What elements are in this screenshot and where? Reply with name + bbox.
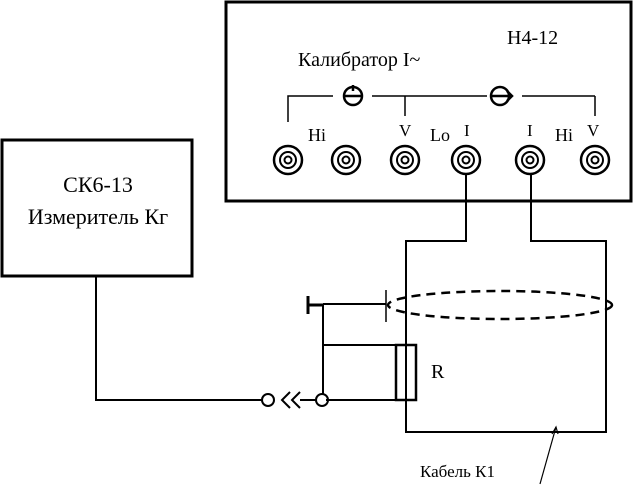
meter-name: Измеритель Кг: [28, 204, 168, 229]
coax-connector-icon: [261, 391, 329, 409]
external-wiring: [95, 174, 607, 433]
cable-pointer: [539, 425, 559, 485]
terminal-i-left: [450, 144, 482, 176]
calibrator-model: Н4-12: [507, 27, 558, 49]
terminal-hi-left-2: [330, 144, 362, 176]
current-source-left-icon: [342, 85, 364, 107]
terminal-hi-left: [272, 144, 304, 176]
terminal-label-i-right: I: [527, 121, 533, 140]
ground-symbol-icon: [306, 296, 323, 314]
cable-shield-ellipse: [386, 289, 614, 321]
terminal-label-hi-left: Hi: [308, 125, 326, 145]
terminal-label-hi-right: Hi: [555, 125, 573, 145]
current-source-right-icon: [489, 85, 514, 107]
resistor: [394, 343, 418, 402]
calibrator-internal-wiring: [287, 95, 596, 122]
calibrator-box: [224, 0, 633, 203]
resistor-label: R: [431, 361, 445, 383]
terminal-i-right: [514, 144, 546, 176]
calibrator-title: Калибратор I~: [298, 49, 420, 71]
terminal-label-v-right: V: [587, 121, 600, 140]
terminal-v-left: [389, 144, 421, 176]
terminal-label-i-left: I: [464, 121, 470, 140]
terminal-label-lo: Lo: [430, 125, 450, 145]
meter-model: СК6-13: [63, 172, 133, 197]
terminal-v-right: [579, 144, 611, 176]
terminal-label-v-left: V: [399, 121, 412, 140]
cable-label: Кабель К1: [420, 462, 495, 481]
